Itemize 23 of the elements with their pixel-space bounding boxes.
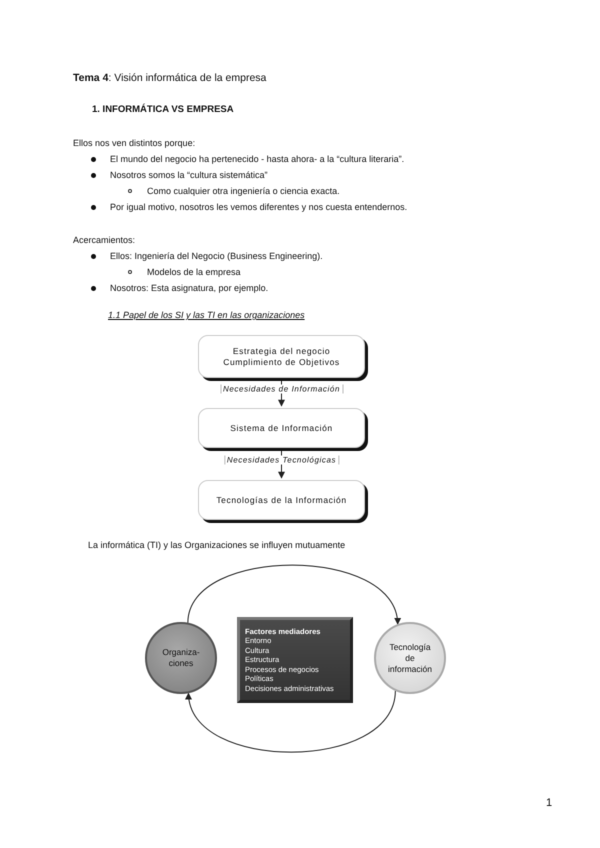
process-box: Tecnologías de la Información	[198, 480, 365, 520]
page-number: 1	[546, 797, 552, 809]
process-box: Sistema de Información	[198, 408, 365, 448]
edge-label: Necesidades de Información	[220, 384, 343, 394]
circle-node: Tecnología de información	[374, 622, 446, 694]
body-text: Nosotros somos la “cultura sistemática”	[110, 169, 268, 181]
body-text: Ellos nos ven distintos porque:	[73, 137, 196, 149]
edge-label: Necesidades Tecnológicas	[224, 456, 340, 464]
body-text: La informática (TI) y las Organizaciones se influyen mutuamente	[88, 539, 346, 551]
process-box: Estrategia del negocio Cumplimiento de Objetivos	[198, 335, 365, 378]
body-text: Nosotros: Esta asignatura, por ejemplo.	[110, 282, 268, 294]
subsection-heading: 1.1 Papel de los SI y las TI en las organizaciones	[108, 309, 305, 321]
body-text: Modelos de la empresa	[147, 266, 241, 278]
body-text: Acercamientos:	[73, 234, 136, 246]
circle-node: Organiza- ciones	[145, 622, 217, 694]
body-text: El mundo del negocio ha pertenecido - hasta ahora- a la “cultura literaria”.	[110, 153, 404, 165]
section-heading: 1. INFORMÁTICA VS EMPRESA	[92, 104, 234, 116]
body-text: Por igual motivo, nosotros les vemos diferentes y nos cuesta entendernos.	[110, 201, 408, 213]
arrow	[186, 690, 396, 753]
arrow	[187, 564, 400, 625]
body-text: Como cualquier otra ingeniería o ciencia exacta.	[147, 185, 340, 197]
body-text: Ellos: Ingeniería del Negocio (Business Engineering).	[110, 250, 323, 262]
page-title: Tema 4: Visión informática de la empresa	[73, 72, 266, 84]
